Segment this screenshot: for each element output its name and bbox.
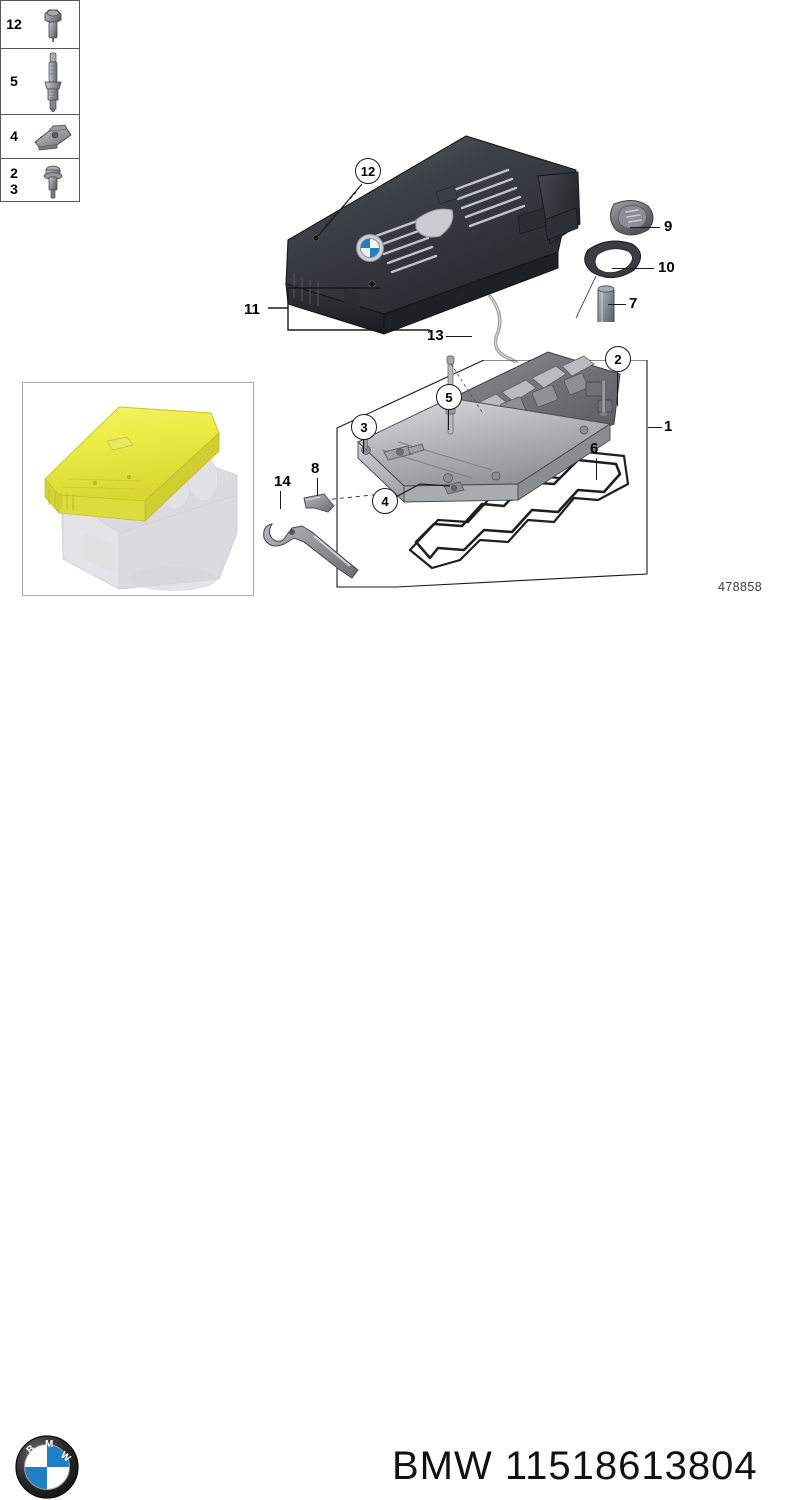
callout-6-leader — [596, 458, 598, 480]
parts-legend: 12 5 — [0, 0, 80, 202]
hook-bracket — [263, 523, 359, 579]
bmw-roundel-logo: B M W — [15, 1435, 79, 1499]
bracket-11 — [268, 287, 430, 331]
callout-14-leader — [280, 491, 282, 509]
callout-3[interactable]: 3 — [351, 414, 377, 440]
legend-label-5: 5 — [10, 73, 18, 90]
highlighted-cover — [44, 406, 220, 522]
callout-7-leader — [608, 304, 626, 306]
hex-bolt-icon — [44, 9, 62, 42]
clip-icon — [34, 124, 72, 150]
brackets-group — [263, 493, 359, 579]
cover-bmw-emblem — [356, 234, 384, 262]
engine-overview-inset — [22, 382, 254, 596]
legend-label-3: 3 — [10, 180, 18, 197]
callout-3-leader — [363, 438, 365, 454]
callout-13-leader — [446, 336, 472, 338]
footer-bar: B M W BMW 11518613804 — [0, 716, 800, 1499]
svg-text:M: M — [45, 1439, 53, 1450]
sleeve-grommet — [597, 285, 615, 322]
callout-12[interactable]: 12 — [355, 158, 381, 184]
callout-7[interactable]: 7 — [629, 295, 638, 312]
retaining-clip — [443, 481, 465, 495]
callout-2[interactable]: 2 — [605, 346, 631, 372]
callout-9-leader — [630, 227, 660, 229]
bolt-icon — [43, 165, 63, 199]
legend-label-4: 4 — [10, 128, 18, 145]
oil-filler-cap — [610, 200, 654, 236]
callout-12-leader — [317, 183, 363, 237]
callout-8-leader — [317, 478, 319, 496]
legend-row-5: 5 — [1, 49, 79, 115]
cover-bolt-upper — [600, 379, 608, 416]
footer-part-label: BMW 11518613804 — [392, 1444, 758, 1488]
callout-6[interactable]: 6 — [590, 440, 599, 457]
callout-9[interactable]: 9 — [664, 218, 673, 235]
callout-10[interactable]: 10 — [658, 259, 675, 276]
legend-label-12: 12 — [6, 16, 22, 33]
callout-8[interactable]: 8 — [311, 460, 320, 477]
legend-label-2: 2 — [10, 164, 18, 181]
callout-11[interactable]: 11 — [244, 301, 260, 318]
callout-2-leader — [617, 370, 619, 406]
assembly-boundary-box — [336, 360, 648, 588]
spark-plug-icon — [44, 52, 62, 112]
filler-parts-group — [575, 200, 654, 322]
legend-row-4: 4 — [1, 115, 79, 159]
filler-neck-seal — [584, 240, 642, 279]
callout-13[interactable]: 13 — [427, 327, 444, 344]
acoustic-engine-cover — [285, 135, 581, 363]
callout-4-leader — [393, 483, 451, 499]
legend-row-12: 12 — [1, 1, 79, 49]
callout-10-leader — [612, 268, 654, 270]
callout-5-leader — [448, 408, 450, 430]
callout-4[interactable]: 4 — [372, 488, 398, 514]
acoustic-cover-bolt-hole — [312, 234, 320, 242]
diagram-id: 478858 — [717, 580, 763, 594]
callout-5[interactable]: 5 — [436, 384, 462, 410]
callout-1-leader — [648, 427, 662, 429]
callout-14[interactable]: 14 — [274, 473, 291, 490]
small-bracket — [303, 493, 335, 513]
inset-illustration — [44, 406, 238, 591]
callout-1[interactable]: 1 — [664, 418, 673, 435]
legend-row-2-3: 2 3 — [1, 159, 79, 203]
